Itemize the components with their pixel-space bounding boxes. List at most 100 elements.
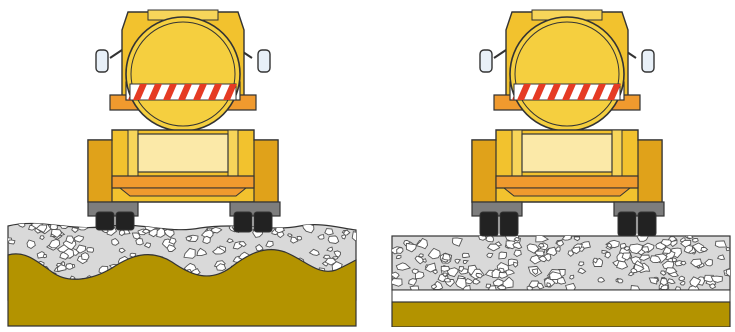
gravel-stone bbox=[395, 262, 412, 271]
gravel-stone bbox=[659, 270, 667, 276]
tank-stripe bbox=[513, 83, 621, 101]
tank-stripe-red-segment bbox=[178, 84, 192, 100]
gravel-stone bbox=[392, 278, 403, 287]
gravel-stone bbox=[179, 223, 186, 226]
tank-stripe-red-segment bbox=[562, 84, 576, 100]
gravel-stone bbox=[630, 267, 638, 274]
tank-stripe-red-segment bbox=[163, 84, 177, 100]
gravel-stone bbox=[487, 285, 497, 290]
right-gravel-stones bbox=[392, 236, 730, 290]
right-panel-even-road bbox=[391, 235, 731, 328]
gravel-stone bbox=[276, 231, 285, 239]
gravel-stone bbox=[641, 246, 650, 253]
chassis-side-right bbox=[253, 139, 279, 203]
gravel-stone bbox=[327, 235, 340, 244]
gravel-stone bbox=[446, 267, 459, 278]
tank-rim bbox=[514, 21, 620, 127]
gravel-stone bbox=[535, 236, 550, 243]
gravel-stone bbox=[660, 239, 673, 247]
gravel-stone bbox=[704, 258, 713, 267]
gravel-stone bbox=[418, 253, 424, 258]
gravel-stone bbox=[226, 238, 234, 244]
gravel-stone bbox=[529, 254, 543, 265]
gravel-stone bbox=[680, 260, 687, 266]
tank-stripe bbox=[129, 83, 237, 101]
bumper bbox=[495, 175, 639, 189]
gravel-stone bbox=[131, 232, 141, 240]
gravel-stone bbox=[628, 243, 644, 255]
gravel-stone bbox=[513, 261, 519, 268]
gravel-stone bbox=[691, 237, 699, 243]
gravel-stone bbox=[111, 237, 120, 246]
gravel-stone bbox=[392, 271, 400, 280]
gravel-stone bbox=[65, 235, 75, 245]
gravel-stone bbox=[573, 236, 581, 242]
gravel-stone bbox=[689, 276, 702, 288]
gravel-stone bbox=[648, 277, 659, 285]
right-soil-layer bbox=[391, 301, 731, 328]
tank-stripe-red-segment bbox=[532, 84, 546, 100]
gravel-stone bbox=[601, 249, 609, 254]
gravel-stone bbox=[680, 239, 692, 248]
right-white-layer bbox=[391, 289, 731, 303]
tire bbox=[233, 211, 253, 233]
gravel-stone bbox=[59, 251, 70, 260]
gravel-stone bbox=[710, 275, 723, 283]
gravel-stone bbox=[155, 223, 171, 225]
tanker-truck-icon bbox=[471, 9, 665, 237]
gravel-stone bbox=[630, 285, 641, 290]
gravel-stone bbox=[649, 255, 662, 263]
gravel-stone bbox=[324, 228, 334, 236]
gravel-stone bbox=[577, 267, 587, 275]
gravel-stone bbox=[577, 261, 585, 267]
gravel-stone bbox=[65, 263, 74, 270]
gravel-stone bbox=[290, 236, 299, 244]
gravel-stone bbox=[461, 252, 471, 258]
tank-stripe-red-segment bbox=[592, 84, 606, 100]
tank-stripe-red-segment bbox=[193, 84, 207, 100]
gravel-stone bbox=[561, 236, 572, 241]
tire bbox=[499, 211, 519, 237]
gravel-stone bbox=[555, 246, 561, 252]
gravel-stone bbox=[50, 228, 63, 239]
gravel-stone bbox=[202, 235, 211, 244]
gravel-stone bbox=[168, 237, 177, 245]
gravel-stone bbox=[414, 255, 425, 265]
tanker-truck-icon bbox=[87, 9, 281, 233]
tank-body bbox=[509, 16, 625, 132]
tank-stripe-red-segment bbox=[517, 84, 531, 100]
gravel-stone bbox=[526, 243, 540, 254]
bumper-lower bbox=[118, 187, 248, 197]
gravel-stone bbox=[35, 224, 48, 233]
gravel-stone bbox=[296, 235, 303, 241]
gravel-stone bbox=[592, 257, 598, 264]
gravel-stone bbox=[143, 242, 151, 249]
bumper-lower bbox=[502, 187, 632, 197]
gravel-stone bbox=[317, 234, 325, 240]
gravel-stone bbox=[660, 284, 669, 290]
tire bbox=[479, 211, 499, 237]
gravel-stone bbox=[545, 246, 558, 257]
gravel-stone bbox=[8, 239, 16, 245]
tank-rim bbox=[130, 21, 236, 127]
plate-panel bbox=[137, 133, 229, 173]
gravel-stone bbox=[13, 223, 20, 225]
gravel-stone bbox=[141, 228, 151, 234]
tire bbox=[95, 211, 115, 231]
gravel-stone bbox=[507, 258, 519, 267]
gravel-stone bbox=[690, 258, 703, 268]
tire bbox=[637, 211, 657, 237]
gravel-stone bbox=[411, 268, 419, 274]
gravel-stone bbox=[565, 282, 576, 290]
gravel-stone bbox=[700, 246, 709, 252]
tire bbox=[253, 211, 273, 233]
gravel-stone bbox=[185, 236, 193, 242]
gravel-stone bbox=[265, 240, 274, 248]
gravel-stone bbox=[454, 258, 462, 264]
gravel-stone bbox=[620, 242, 627, 249]
gravel-stone bbox=[709, 283, 717, 289]
gravel-stone bbox=[569, 274, 575, 280]
gravel-stone bbox=[26, 239, 36, 250]
gravel-stone bbox=[556, 239, 565, 247]
gravel-stone bbox=[351, 231, 356, 242]
